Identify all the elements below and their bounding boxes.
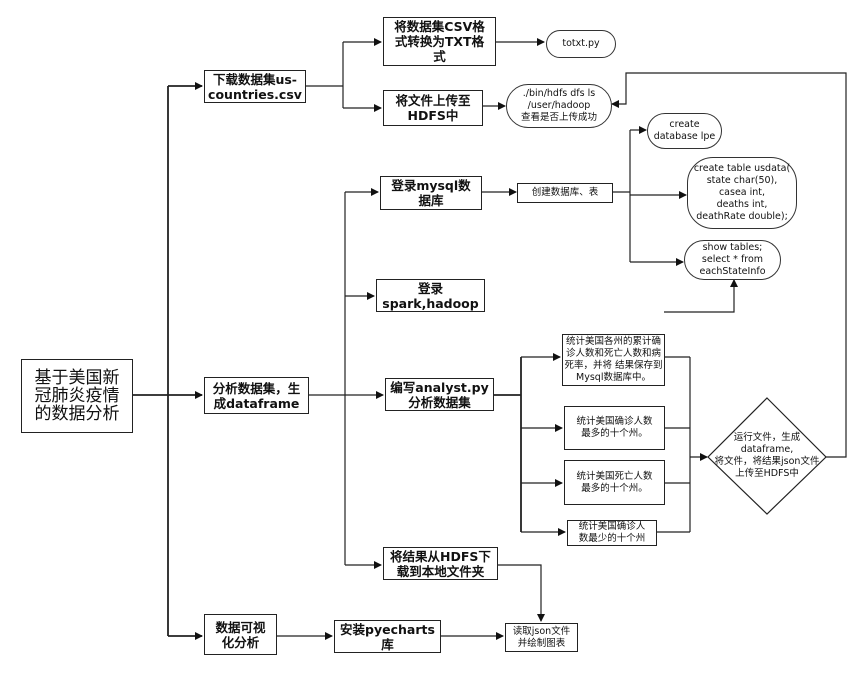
edge-createdbtable-trunk: [612, 130, 631, 262]
stat-cumulative-node: 统计美国各州的累计确 诊人数和死亡人数和病 死率，并将 结果保存到 Mysql数…: [562, 334, 665, 386]
mysql-login-node: 登录mysql数 据库: [380, 176, 482, 210]
edge-downloadlocal-readjson: [497, 564, 545, 622]
totxt-node: totxt.py: [546, 30, 616, 58]
visual-analysis-node: 数据可视 化分析: [204, 614, 277, 655]
edge-stat1-showtables: [664, 279, 738, 313]
edge-root-trunk: [132, 86, 169, 636]
stat-most-confirmed-node: 统计美国确诊人数 最多的十个州。: [564, 406, 665, 450]
download-dataset-node: 下载数据集us- countries.csv: [204, 70, 306, 103]
create-database-node: create database lpe: [647, 113, 722, 149]
show-tables-node: show tables; select * from eachStateInfo: [684, 240, 781, 280]
stat-most-deaths-node: 统计美国死亡人数 最多的十个州。: [564, 460, 665, 505]
convert-csv-node: 将数据集CSV格 式转换为TXT格 式: [383, 17, 496, 66]
edge-stats-merge: [656, 356, 691, 533]
upload-hdfs-node: 将文件上传至 HDFS中: [383, 90, 483, 126]
read-json-node: 读取json文件 并绘制图表: [505, 623, 578, 652]
install-pyecharts-node: 安装pyecharts 库: [334, 620, 441, 653]
run-decision-diamond: [707, 397, 827, 515]
edge-analyze-trunk: [308, 192, 346, 565]
hdfs-command-node: ./bin/hdfs dfs ls /user/hadoop 查看是否上传成功: [506, 84, 612, 128]
edge-run-hdfscmd: [611, 72, 847, 458]
download-local-node: 将结果从HDFS下 载到本地文件夹: [383, 547, 498, 580]
edge-download-trunk: [305, 42, 344, 108]
run-file-node: 运行文件，生成 dataframe, 将文件，将结果json文件 上传至HDFS…: [714, 432, 820, 479]
analyze-dataset-node: 分析数据集，生 成dataframe: [204, 377, 309, 414]
create-db-table-node: 创建数据库、表: [517, 183, 613, 203]
stat-least-confirmed-node: 统计美国确诊人 数最少的十个州: [567, 520, 657, 546]
edge-analyst-trunk: [493, 357, 522, 532]
create-table-node: create table usdata( state char(50), cas…: [687, 157, 797, 229]
spark-hadoop-login-node: 登录 spark,hadoop: [376, 279, 485, 312]
root-node: 基于美国新 冠肺炎疫情 的数据分析: [21, 359, 133, 433]
analyst-py-node: 编写analyst.py 分析数据集: [385, 378, 494, 411]
